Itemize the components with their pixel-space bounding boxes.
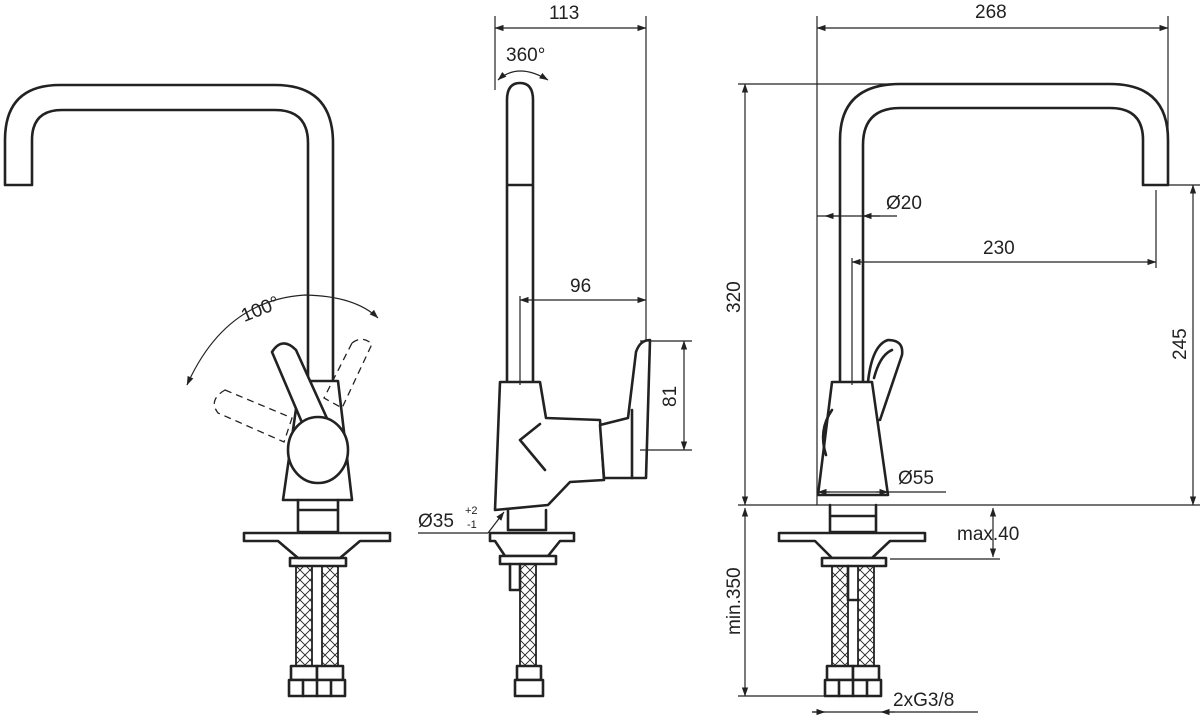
right-dim-320-label: 320 xyxy=(724,281,745,313)
front-shank xyxy=(296,498,340,534)
side-body xyxy=(493,380,606,512)
right-mount-plate xyxy=(777,531,927,560)
right-spout-diameter-label: Ø20 xyxy=(886,193,922,214)
right-lever xyxy=(866,338,904,422)
front-angle-arc xyxy=(186,294,379,386)
side-rotation-arrow xyxy=(497,70,549,81)
front-view: 100° xyxy=(3,83,392,698)
right-view: 268 Ø20 230 320 245 Ø55 xyxy=(724,2,1200,716)
side-hole-tol-lower: -1 xyxy=(467,519,477,531)
right-max-thickness-label: max.40 xyxy=(957,524,1019,545)
side-view: 113 360° 96 81 Ø35 +2 -1 xyxy=(418,3,692,698)
right-dim-230-label: 230 xyxy=(983,238,1015,259)
side-spout xyxy=(505,81,535,384)
side-dim-81-label: 81 xyxy=(660,386,681,407)
right-hose-nuts xyxy=(823,664,883,698)
right-spout xyxy=(838,82,1170,384)
side-lever xyxy=(598,338,652,480)
right-hose-right xyxy=(857,565,875,667)
side-hole-label: Ø35 xyxy=(418,511,454,532)
side-hose xyxy=(519,563,537,667)
side-dim-113-label: 113 xyxy=(549,3,579,24)
right-connection-label: 2xG3/8 xyxy=(893,690,954,711)
right-dim-245-label: 245 xyxy=(1170,328,1191,360)
right-hose-left xyxy=(831,565,849,667)
front-hose-nuts xyxy=(287,664,347,698)
front-hose-right xyxy=(321,565,339,667)
right-dim-268-label: 268 xyxy=(975,2,1007,23)
front-mount-plate xyxy=(242,531,392,560)
side-dim-96-label: 96 xyxy=(570,276,591,297)
front-angle-label: 100° xyxy=(238,293,282,327)
right-base-diameter-label: Ø55 xyxy=(898,468,934,489)
right-min-hose-label: min.350 xyxy=(724,567,745,635)
side-hole-tol-upper: +2 xyxy=(465,505,478,517)
side-rotation-label: 360° xyxy=(506,45,545,66)
front-lever-hub xyxy=(286,415,350,485)
front-hose-left xyxy=(295,565,313,667)
side-mount-plate xyxy=(488,531,576,558)
front-spout xyxy=(3,83,335,387)
